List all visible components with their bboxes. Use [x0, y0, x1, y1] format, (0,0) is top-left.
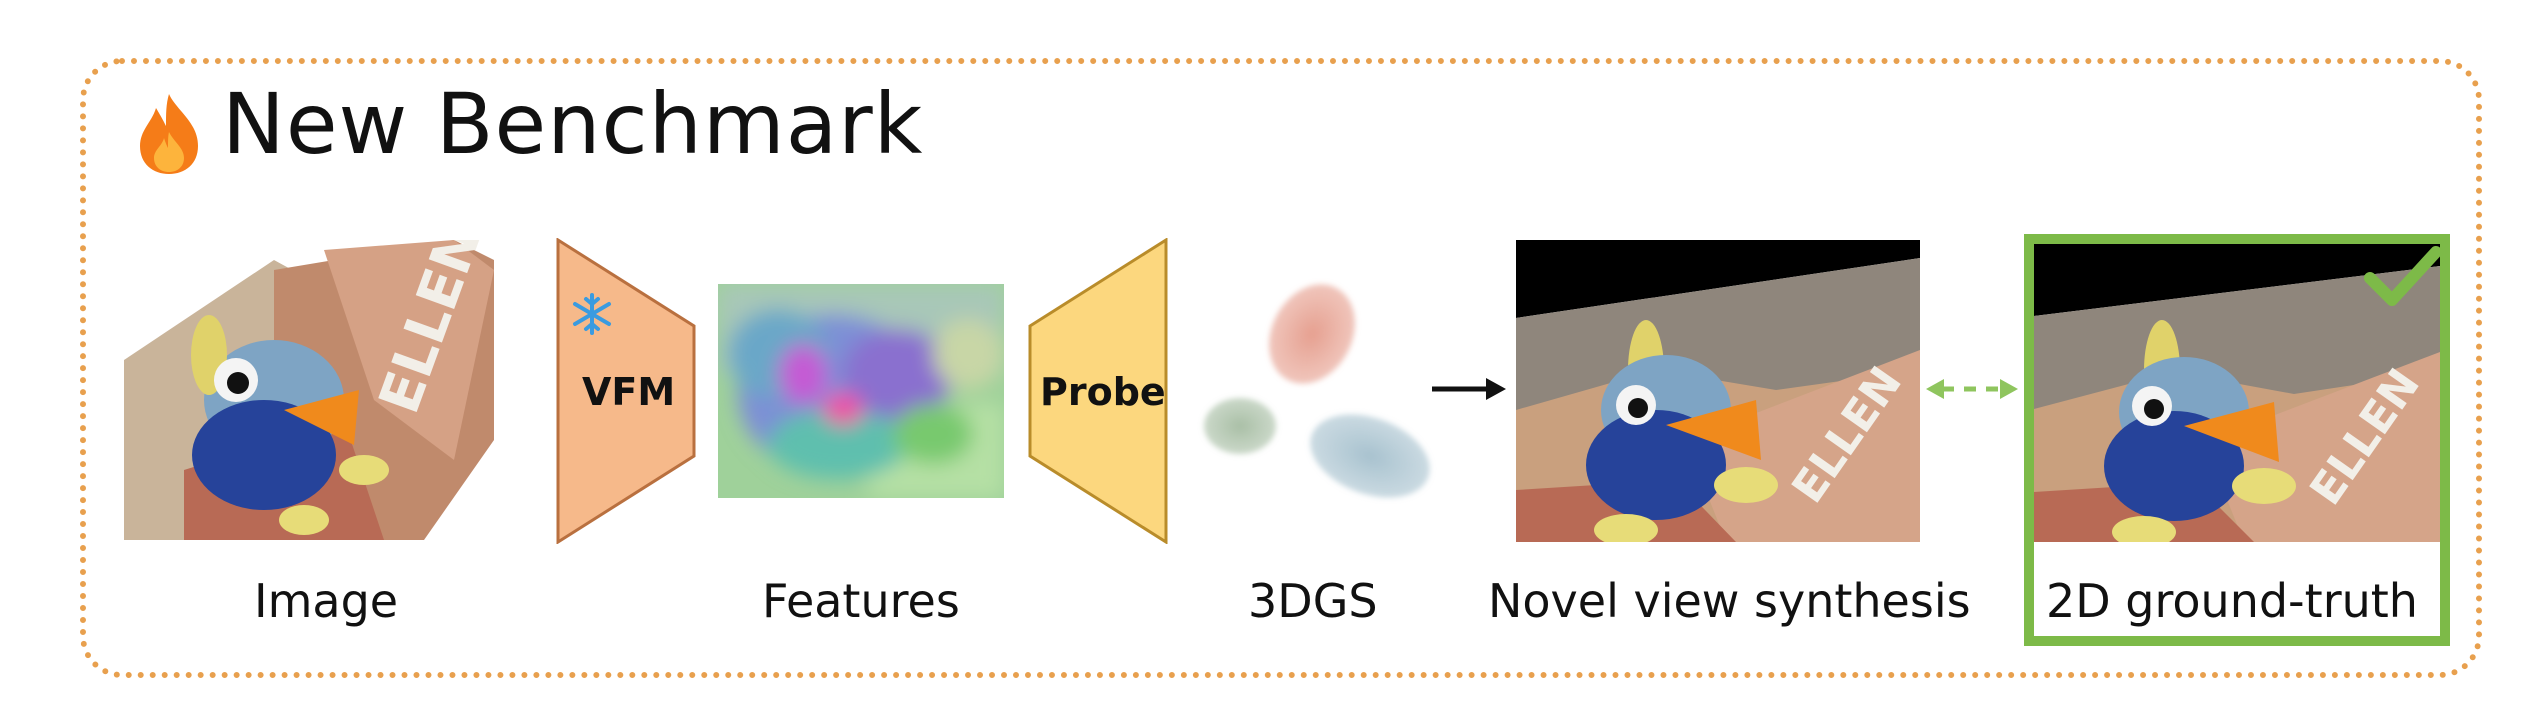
- gaussian-green: [1204, 398, 1276, 454]
- benchmark-frame: [80, 58, 2482, 678]
- caption-image: Image: [254, 574, 399, 628]
- probe-module: [1028, 238, 1168, 544]
- gaussian-red: [1269, 284, 1355, 384]
- feature-map: [718, 284, 1004, 498]
- caption-3dgs: 3DGS: [1248, 574, 1378, 628]
- caption-novel-view: Novel view synthesis: [1488, 574, 1971, 628]
- compare-arrow: [1926, 379, 2018, 399]
- caption-ground-truth: 2D ground-truth: [2046, 574, 2418, 628]
- probe-label: Probe: [1040, 370, 1166, 414]
- snowflake-icon: [573, 293, 611, 335]
- ground-truth-frame: [2024, 234, 2450, 646]
- gaussian-splats: [1204, 284, 1430, 498]
- gaussian-blue: [1310, 414, 1430, 498]
- ground-truth-image: ELLEN: [2034, 244, 2440, 542]
- page-title: New Benchmark: [222, 75, 924, 173]
- render-arrow: [1432, 378, 1506, 400]
- novel-view-image: ELLEN: [1516, 240, 1920, 542]
- checkmark-icon: [2364, 246, 2442, 306]
- flame-icon: [140, 94, 198, 174]
- input-image: ELLEN: [124, 240, 494, 542]
- vfm-label: VFM: [582, 370, 676, 414]
- caption-features: Features: [762, 574, 960, 628]
